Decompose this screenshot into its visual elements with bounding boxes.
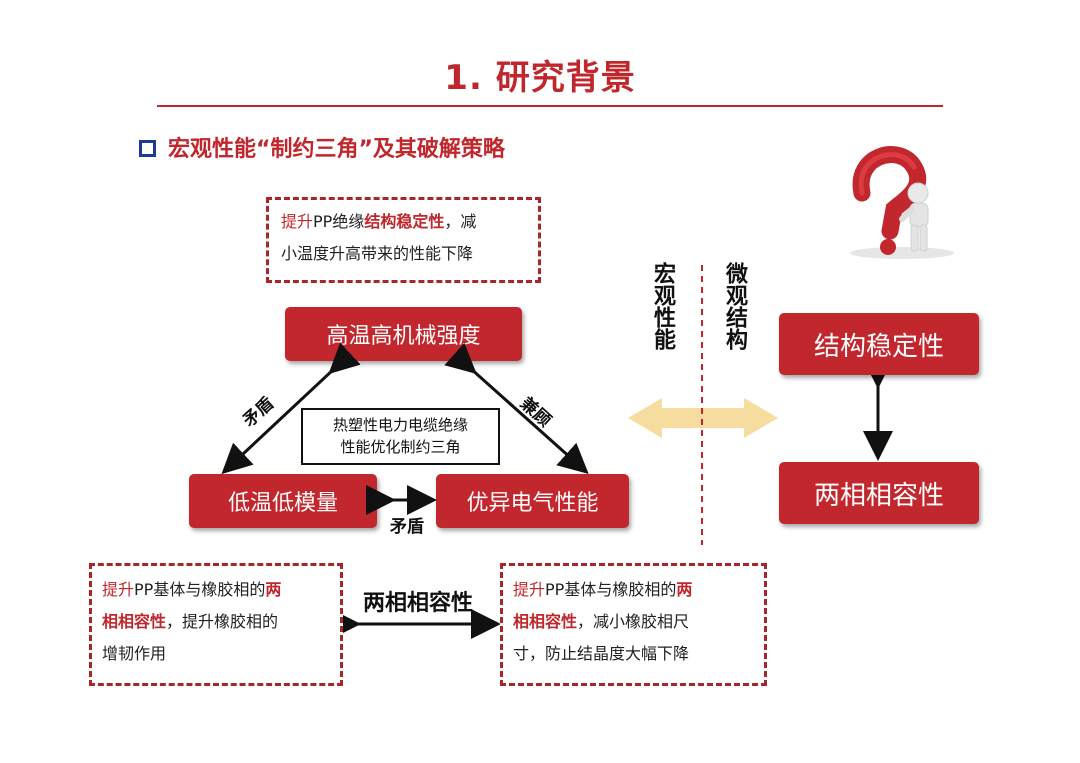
node-structural-stability: 结构稳定性: [779, 313, 979, 375]
top-strategy-box: 提升PP绝缘结构稳定性，减 小温度升高带来的性能下降: [266, 197, 541, 283]
center-line1: 热塑性电力电缆绝缘: [332, 416, 468, 434]
br-text-a3: 寸，防止结晶度大幅下降: [513, 644, 690, 663]
br-verb: 提升: [513, 580, 546, 599]
br-key-a: 两: [676, 580, 693, 599]
bl-text-a3: 增韧作用: [102, 644, 167, 663]
node-electrical-performance: 优异电气性能: [436, 474, 629, 528]
macro-performance-label: 宏观性能: [650, 262, 675, 350]
micro-structure-label: 微观结构: [722, 262, 747, 350]
arrow-left-edge: [221, 342, 361, 475]
br-key-b: 相相容性: [513, 612, 578, 631]
arrow-right-edge: [444, 342, 589, 474]
top-box-line2: 小温度升高带来的性能下降: [281, 244, 474, 263]
bottom-link-label: 两相相容性: [363, 591, 474, 616]
bullet-square-icon: [139, 140, 156, 157]
top-box-key: 结构稳定性: [364, 212, 445, 231]
question-mark-figure-icon: [850, 146, 954, 259]
edge-label-bottom: 矛盾: [390, 517, 424, 537]
page-title: 1. 研究背景: [444, 58, 636, 98]
title-rule: [157, 105, 943, 107]
bl-text-a2: ，提升橡胶相的: [166, 612, 279, 631]
bl-key-a: 两: [265, 580, 282, 599]
top-box-text-b: ，减: [444, 212, 477, 231]
triangle-center-box: 热塑性电力电缆绝缘 性能优化制约三角: [301, 408, 500, 465]
node-low-temp-modulus: 低温低模量: [189, 474, 377, 528]
br-text-a2: ，减小橡胶相尺: [577, 612, 690, 631]
br-text-a1: PP基体与橡胶相的: [545, 580, 677, 599]
bl-text-a1: PP基体与橡胶相的: [134, 580, 266, 599]
top-box-verb: 提升: [281, 212, 314, 231]
node-phase-compatibility: 两相相容性: [779, 462, 979, 524]
bl-key-b: 相相容性: [102, 612, 167, 631]
subtitle: 宏观性能“制约三角”及其破解策略: [168, 137, 505, 162]
top-box-text-a: PP绝缘: [313, 212, 365, 231]
bl-verb: 提升: [102, 580, 135, 599]
bottom-left-strategy-box: 提升PP基体与橡胶相的两 相相容性，提升橡胶相的 增韧作用: [89, 563, 343, 686]
bottom-right-strategy-box: 提升PP基体与橡胶相的两 相相容性，减小橡胶相尺 寸，防止结晶度大幅下降: [500, 563, 767, 686]
center-line2: 性能优化制约三角: [340, 438, 461, 456]
yellow-double-arrow: [628, 398, 778, 438]
